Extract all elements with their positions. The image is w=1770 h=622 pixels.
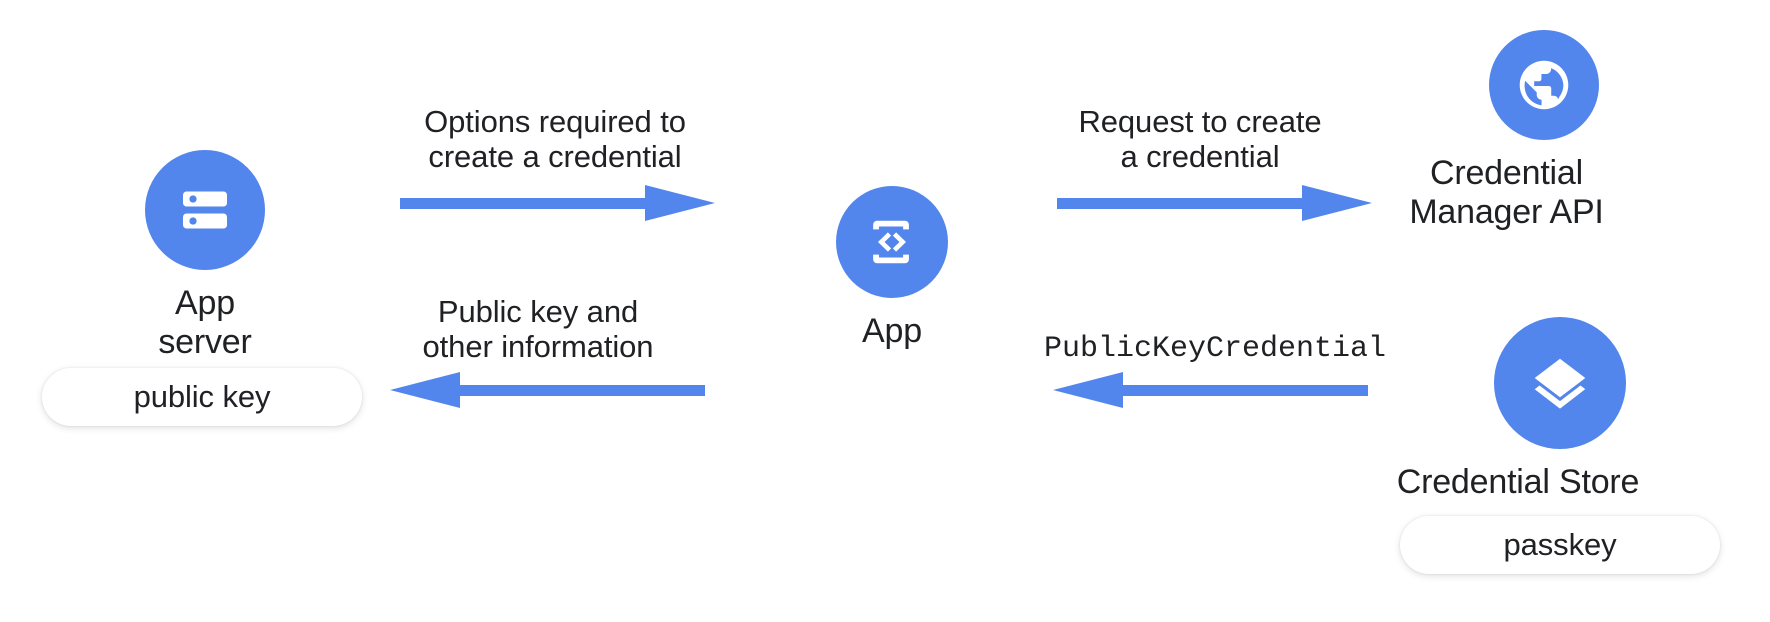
arrow-label-options-required: Options required to create a credential (424, 104, 686, 175)
node-app: App (836, 186, 948, 351)
node-label-credential-manager-api: Credential Manager API (1409, 154, 1604, 232)
node-credential-store: Credential Store (1397, 317, 1639, 502)
node-label-credential-store: Credential Store (1396, 463, 1640, 501)
node-label-app-server: App server (158, 284, 252, 362)
arrow-public-key-credential (1053, 372, 1368, 408)
chip-passkey-label: passkey (1503, 527, 1617, 562)
layers-stack-icon (1494, 317, 1626, 449)
arrow-public-key-response (390, 372, 705, 408)
arrow-label-request-to-create: Request to create a credential (1078, 104, 1322, 175)
chip-public-key-label: public key (133, 379, 271, 414)
arrow-label-public-key-credential: PublicKeyCredential (1043, 332, 1387, 366)
globe-icon (1489, 30, 1599, 140)
node-label-app: App (862, 312, 922, 350)
server-icon (145, 150, 265, 270)
app-code-device-icon (836, 186, 948, 298)
node-app-server: App server (145, 150, 265, 362)
arrow-label-public-key-response: Public key and other information (422, 294, 654, 365)
arrow-options-required (400, 185, 715, 221)
node-credential-manager-api: Credential Manager API (1409, 30, 1604, 232)
chip-passkey: passkey (1400, 516, 1720, 574)
chip-public-key: public key (42, 368, 362, 426)
arrow-request-to-create (1057, 185, 1372, 221)
